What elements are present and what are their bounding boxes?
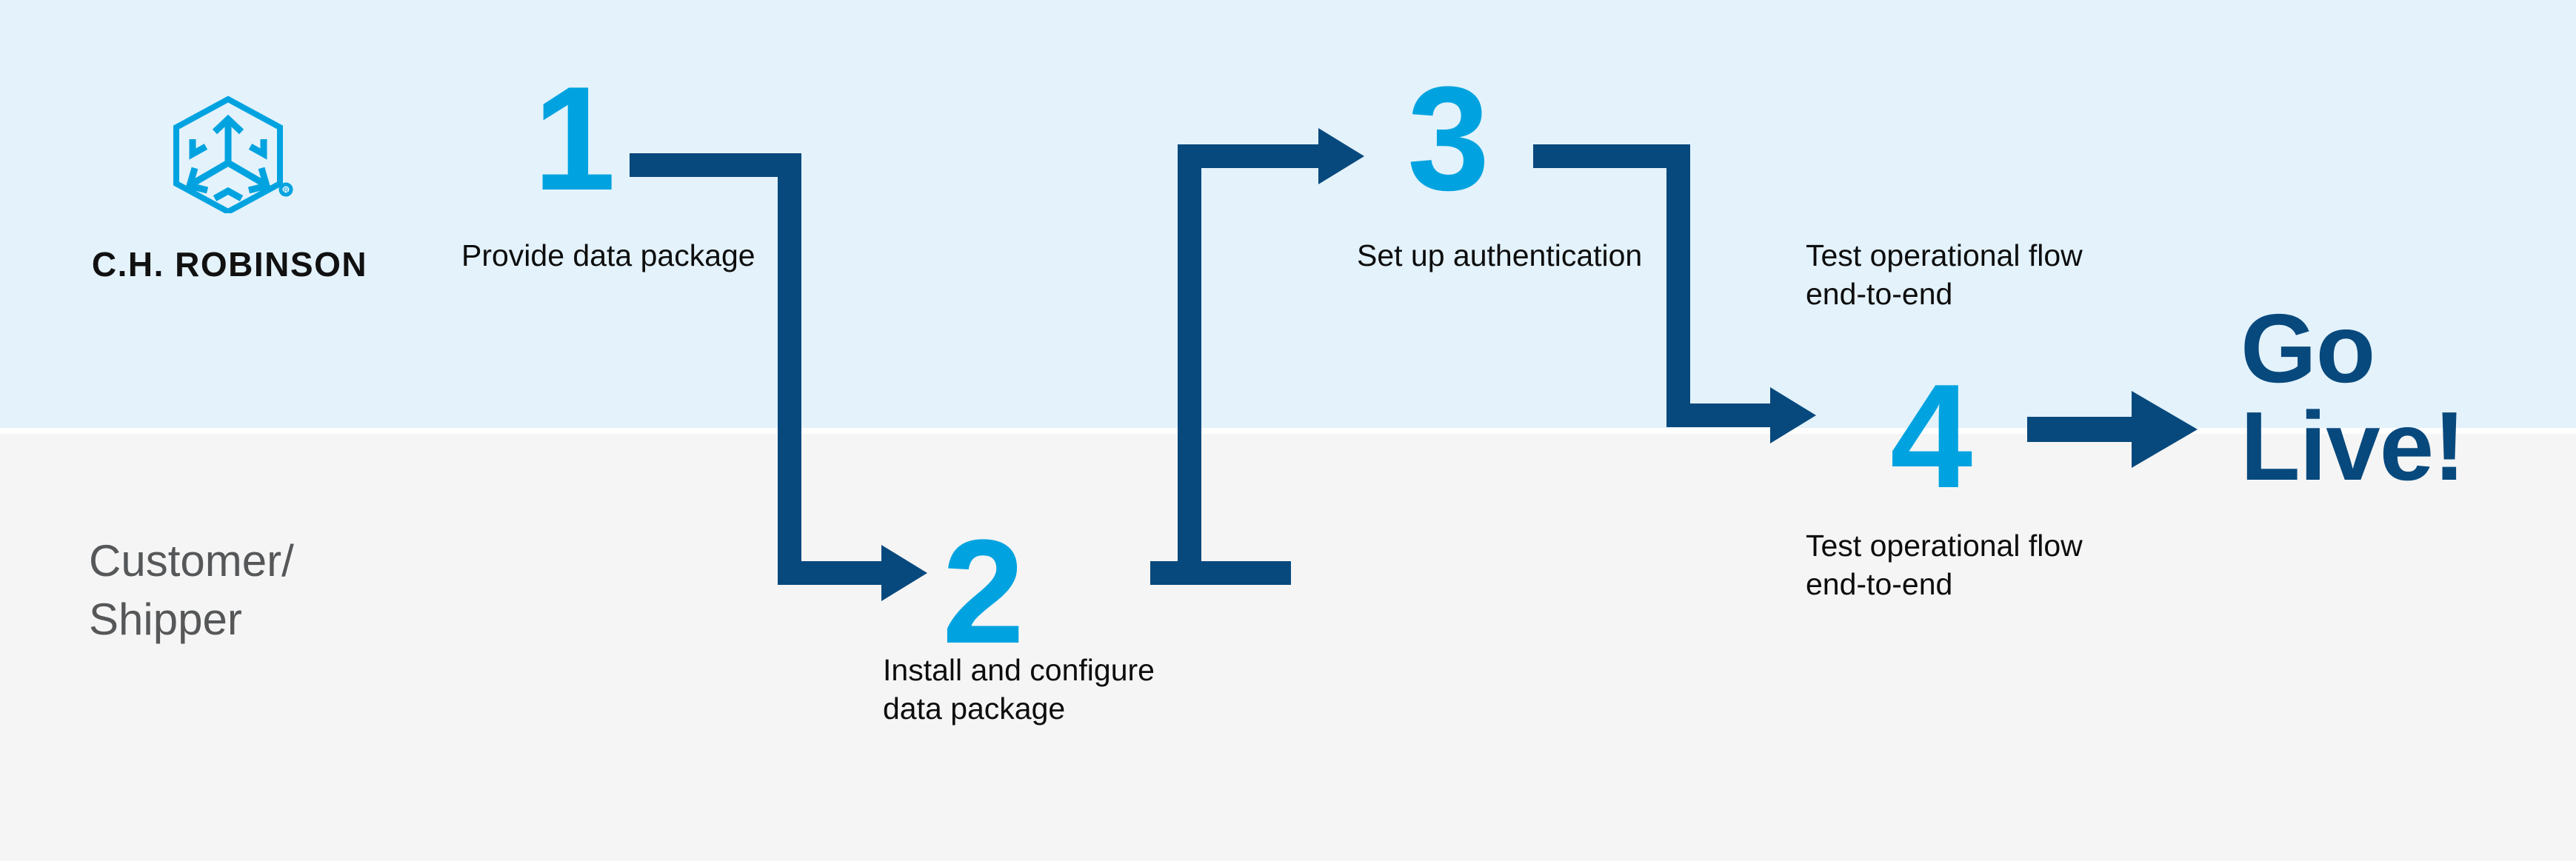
go-live-line1: Go: [2240, 294, 2375, 403]
role-label-line1: Customer/: [89, 536, 294, 586]
step-caption-4: Test operational flow end-to-end: [1806, 529, 2083, 601]
step-caption-2: Install and configure data package: [883, 653, 1155, 726]
band-chrobinson: [0, 0, 2576, 428]
step-number-4: 4: [1890, 354, 1973, 519]
step-caption-1: Provide data package: [461, 238, 755, 272]
brand-wordmark: C.H. ROBINSON: [91, 245, 368, 284]
band-divider: [0, 428, 2576, 434]
step-number-1: 1: [533, 56, 616, 221]
step-number-3: 3: [1407, 56, 1490, 221]
go-live-line2: Live!: [2240, 392, 2466, 500]
role-label-line2: Shipper: [89, 594, 242, 645]
step-caption-3: Set up authentication: [1357, 238, 1643, 272]
role-label: Customer/ Shipper: [89, 532, 444, 649]
step-caption-test-flow-top: Test operational flow end-to-end: [1806, 238, 2083, 311]
band-customer: [0, 434, 2576, 861]
step-number-2: 2: [942, 509, 1025, 674]
go-live-label: Go Live!: [2240, 294, 2466, 500]
ch-robinson-hexagon-cube-logo: R: [161, 95, 295, 213]
svg-text:R: R: [284, 187, 289, 194]
